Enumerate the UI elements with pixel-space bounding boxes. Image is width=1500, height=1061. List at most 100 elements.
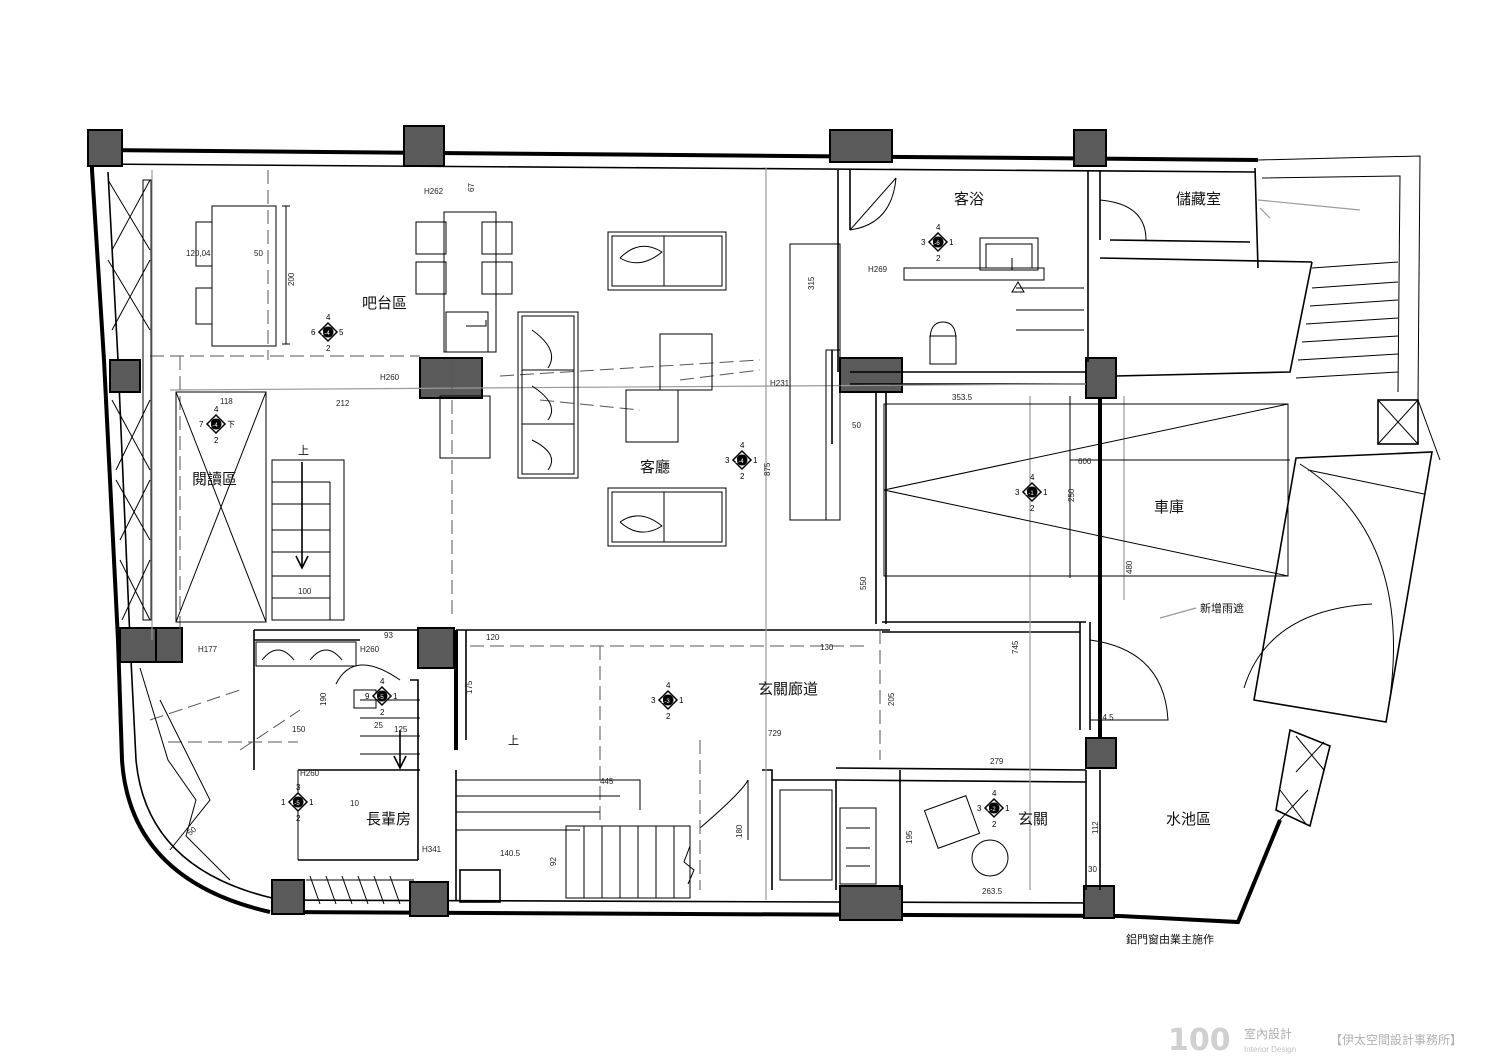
elevation-tag-dot <box>1026 486 1038 498</box>
watermark: 100 室內設計 Interior Design 【伊太空間設計事務所】 <box>1168 1023 1462 1058</box>
stair-up-label-2: 上 <box>508 734 519 747</box>
room-label-living-room: 客廳 <box>640 458 670 476</box>
dim-label: 875 <box>763 462 772 476</box>
bath-fixtures <box>903 237 1084 365</box>
elevation-tag-right-label: 1 <box>309 798 314 807</box>
elevation-tag-bottom-label: 2 <box>992 820 997 829</box>
elevation-tag-dot <box>292 796 304 808</box>
dim-label: 279 <box>990 757 1004 766</box>
reference-lines <box>149 168 1361 900</box>
room-label-elder-room: 長輩房 <box>366 810 411 828</box>
dim-label: H269 <box>868 265 888 274</box>
elevation-tag-left-label: 3 <box>977 804 982 813</box>
dim-label: 353.5 <box>952 393 973 402</box>
elevation-tag-top-label: 4 <box>936 223 941 232</box>
dim-label: H231 <box>770 379 790 388</box>
dim-label: 190 <box>319 692 328 706</box>
elevation-tag: 4 2 3 1 1-1 <box>1015 473 1048 513</box>
elevation-tag-right-label: 下 <box>227 420 235 429</box>
elevation-tag-left-label: 3 <box>1015 488 1020 497</box>
elevation-tag-dot <box>736 454 748 466</box>
structural-columns <box>87 125 1117 921</box>
dim-label: 180 <box>735 824 744 838</box>
west-glazing <box>107 179 231 881</box>
doors <box>335 177 1169 840</box>
dim-label: 92 <box>549 857 558 866</box>
dim-label: 745 <box>1011 640 1020 654</box>
elevation-tag-right-label: 1 <box>1043 488 1048 497</box>
elevation-tag-mid-label: 1-2 <box>987 807 996 813</box>
dim-label: H341 <box>422 845 442 854</box>
elevation-tag-dot <box>376 690 388 702</box>
watermark-credit: 【伊太空間設計事務所】 <box>1330 1032 1462 1047</box>
elevation-tag-dot <box>932 236 944 248</box>
elevation-tag-left-label: 1 <box>281 798 286 807</box>
dim-label: H260 <box>360 645 380 654</box>
dim-label: 600 <box>1078 457 1092 466</box>
dim-label: 550 <box>859 576 868 590</box>
elevation-tag-right-label: 1 <box>753 456 758 465</box>
elevation-tag-bottom-label: 2 <box>296 814 301 823</box>
dim-label: 25 <box>374 721 383 730</box>
dim-label: 50 <box>186 825 199 838</box>
dimension-labels: 67 H262 120,04 50 200 H260 212 118 100 H… <box>186 183 1134 896</box>
elevation-tag-top-label: 4 <box>214 405 219 414</box>
dim-label: 729 <box>768 729 782 738</box>
room-label-reading-area: 閱讀區 <box>192 470 237 488</box>
room-label-guest-bath: 客浴 <box>954 190 984 208</box>
garage-bay <box>883 396 1290 578</box>
dim-label: 195 <box>905 830 914 844</box>
elevation-tag-left-label: 7 <box>199 420 204 429</box>
elevation-tag-right-label: 5 <box>339 328 344 337</box>
elevation-tag-mid-label: 1-4 <box>209 423 218 429</box>
room-label-entry-corridor: 玄關廊道 <box>758 680 818 698</box>
elevation-tag-dot <box>322 326 334 338</box>
elevation-tag-mid-label: 1-4 <box>735 459 744 465</box>
elevation-tag-bottom-label: 2 <box>326 344 331 353</box>
elevation-tag-top-label: 4 <box>740 441 745 450</box>
dim-label: 263.5 <box>982 887 1003 896</box>
dim-label: 120 <box>486 633 500 642</box>
dim-label: 125 <box>394 725 408 734</box>
dim-label: 130 <box>820 643 834 652</box>
elevation-tag-mid-label: 1-3 <box>661 699 670 705</box>
dim-label: 34.5 <box>1098 713 1114 722</box>
dim-label: 445 <box>600 777 614 786</box>
living-furniture <box>517 231 841 547</box>
exterior-walls <box>90 148 1313 925</box>
footnote-aluminium-windows: 鋁門窗由業主施作 <box>1126 932 1214 946</box>
dim-label: 50 <box>852 421 861 430</box>
elevation-tag-bottom-label: 2 <box>1030 504 1035 513</box>
dim-label: 150 <box>292 725 306 734</box>
room-label-bar-area: 吧台區 <box>362 294 407 312</box>
elevation-tag-top-label: 4 <box>380 677 385 686</box>
canopy-note: 新增雨遮 <box>1200 601 1244 615</box>
elevation-tag-dot <box>210 418 222 430</box>
dim-label: 140.5 <box>500 849 521 858</box>
elevation-tag-mid-label: 1-1 <box>1025 491 1034 497</box>
elevation-tag-top-label: 4 <box>666 681 671 690</box>
elevation-tag-top-label: 4 <box>992 789 997 798</box>
dim-label: H260 <box>380 373 400 382</box>
stair-up-label: 上 <box>298 444 309 457</box>
elevation-tag-top-label: 3 <box>296 783 301 792</box>
dim-label: 250 <box>1067 488 1076 502</box>
elevation-tag-left-label: 9 <box>365 692 370 701</box>
elevation-tag-mid-label: 1-4 <box>321 331 330 337</box>
elevation-tag-dot <box>662 694 674 706</box>
dim-label: 112 <box>1091 821 1100 834</box>
elevation-tag-top-label: 4 <box>1030 473 1035 482</box>
room-label-pond-area: 水池區 <box>1166 810 1211 828</box>
elevation-tag-bottom-label: 2 <box>740 472 745 481</box>
dim-label: 93 <box>384 631 393 640</box>
dim-label: 315 <box>807 276 816 290</box>
dim-label: 175 <box>465 680 474 694</box>
elevation-tag-bottom-label: 2 <box>666 712 671 721</box>
watermark-logo-number: 100 <box>1168 1023 1231 1058</box>
